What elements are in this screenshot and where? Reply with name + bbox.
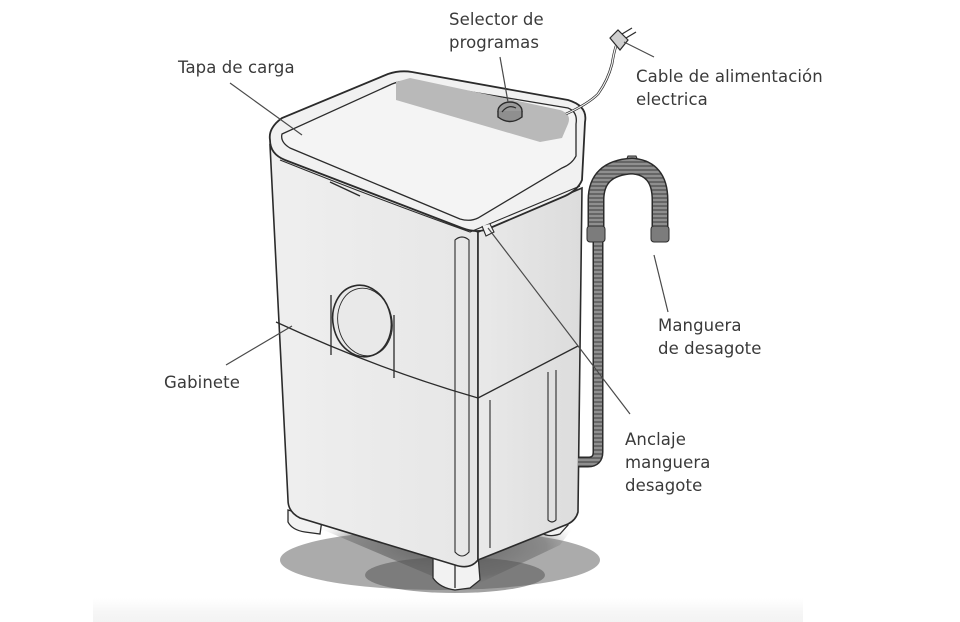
label-manguera-line1: Manguera (658, 316, 742, 335)
leader-selector (499, 56, 509, 103)
label-manguera-de-desagote: Manguera de desagote (658, 314, 762, 360)
label-anclaje-line1: Anclaje (625, 430, 686, 449)
label-gabinete-line1: Gabinete (164, 373, 240, 392)
leader-anclaje (487, 227, 631, 415)
label-anclaje-line3: desagote (625, 476, 703, 495)
label-anclaje-manguera-desagote: Anclaje manguera desagote (625, 428, 710, 497)
label-selector-line1: Selector de (449, 10, 544, 29)
plug-icon (609, 27, 637, 51)
label-tapa-de-carga-line1: Tapa de carga (178, 58, 295, 77)
label-gabinete: Gabinete (164, 371, 240, 394)
label-selector-de-programas: Selector de programas (449, 8, 544, 54)
label-selector-line2: programas (449, 33, 540, 52)
power-cable (565, 27, 637, 116)
label-manguera-line2: de desagote (658, 339, 762, 358)
leader-tapa-de-carga (229, 82, 303, 136)
leader-cable (623, 41, 655, 58)
leader-gabinete (225, 325, 293, 366)
load-lid (268, 70, 587, 237)
floor-band (93, 598, 803, 622)
leader-lines (225, 41, 669, 415)
label-tapa-de-carga: Tapa de carga (178, 56, 295, 79)
label-cable-alimentacion: Cable de alimentación electrica (636, 65, 823, 111)
label-anclaje-line2: manguera (625, 453, 711, 472)
drain-hose (578, 155, 670, 468)
cabinet (269, 143, 583, 568)
label-cable-line2: electrica (636, 90, 708, 109)
leader-manguera (653, 254, 669, 313)
label-cable-line1: Cable de alimentación (636, 67, 823, 86)
program-selector-knob (497, 101, 523, 123)
